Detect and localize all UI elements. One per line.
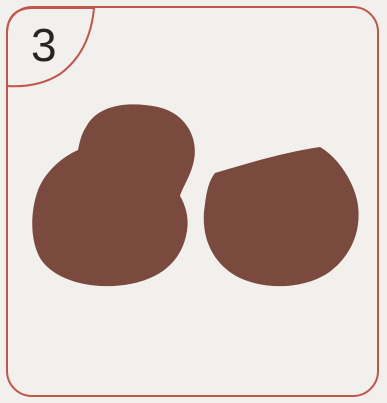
right-flat-blob-shape	[204, 147, 359, 286]
left-double-blob-shape	[32, 104, 195, 286]
